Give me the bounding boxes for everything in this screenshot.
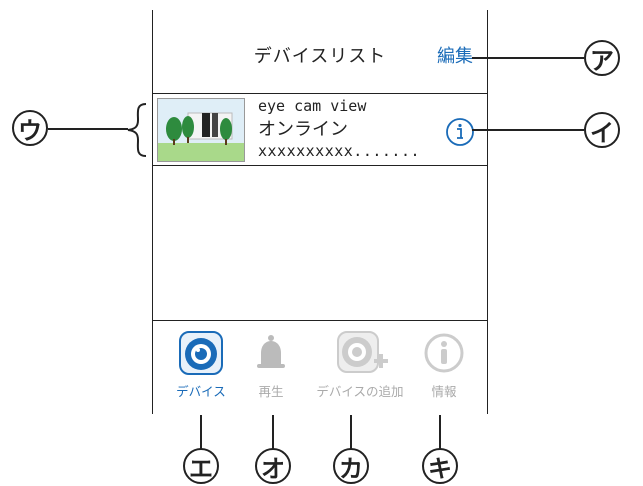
- tab-playback[interactable]: 再生: [241, 331, 301, 400]
- device-list-item[interactable]: eye cam view オンライン xxxxxxxxxx.......: [153, 95, 487, 166]
- device-info-icon[interactable]: [445, 117, 475, 147]
- page-title: デバイスリスト: [253, 46, 387, 67]
- tab-add-device-label: デバイスの追加: [316, 384, 404, 399]
- app-screen: デバイスリスト 編集 eye cam view オンライン xxxxxxxxxx…: [152, 10, 488, 414]
- callout-line-u: [48, 128, 128, 130]
- device-thumbnail: [157, 98, 245, 162]
- callout-i: イ: [584, 112, 620, 148]
- edit-button[interactable]: 編集: [437, 46, 473, 67]
- tab-devices[interactable]: デバイス: [161, 331, 241, 400]
- callout-line-ki: [439, 415, 441, 449]
- callout-e: エ: [183, 448, 219, 484]
- tab-devices-label: デバイス: [176, 384, 226, 399]
- brace-icon: [127, 103, 147, 157]
- callout-u: ウ: [12, 110, 48, 146]
- callout-line-a: [472, 57, 584, 59]
- device-id: xxxxxxxxxx.......: [258, 142, 421, 160]
- callout-ka: カ: [333, 448, 369, 484]
- camera-icon: [179, 331, 223, 375]
- device-name: eye cam view: [258, 97, 367, 115]
- tab-bar: デバイス 再生 デバイスの追加: [153, 320, 487, 415]
- info-icon: [424, 333, 464, 373]
- callout-ki: キ: [422, 448, 458, 484]
- add-camera-icon: [337, 331, 388, 373]
- device-status: オンライン: [258, 119, 348, 140]
- callout-line-o: [272, 415, 274, 449]
- bell-icon: [257, 335, 285, 368]
- tab-playback-label: 再生: [258, 384, 284, 399]
- callout-line-e: [200, 415, 202, 449]
- header: デバイスリスト 編集: [153, 10, 487, 94]
- callout-o: オ: [255, 448, 291, 484]
- callout-line-ka: [350, 415, 352, 449]
- tab-add-device[interactable]: デバイスの追加: [303, 331, 417, 400]
- tab-info-label: 情報: [431, 384, 457, 399]
- callout-a: ア: [584, 40, 620, 76]
- tab-info[interactable]: 情報: [417, 331, 471, 400]
- callout-line-i: [472, 129, 584, 131]
